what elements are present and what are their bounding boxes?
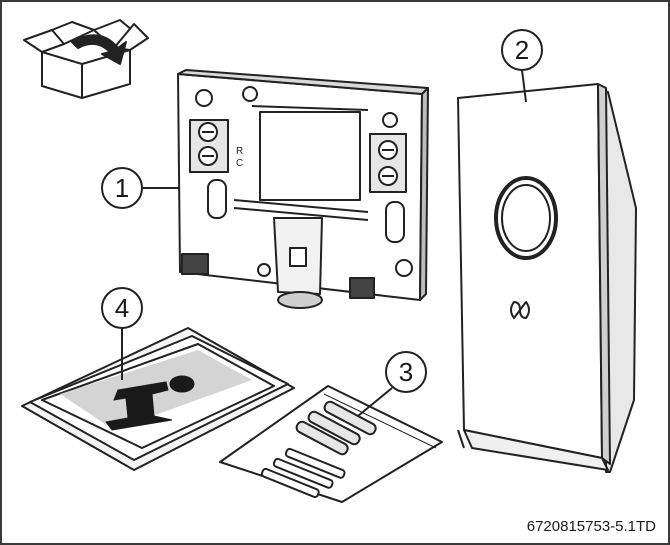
thermostat-unit <box>457 83 637 473</box>
svg-text:C: C <box>236 158 243 169</box>
screws-and-wall-plugs-bag <box>219 385 443 503</box>
callout-2: 2 <box>501 29 543 103</box>
callout-3: 3 <box>357 351 427 417</box>
wall-mounting-plate: R C <box>177 69 429 309</box>
callout-3-label: 3 <box>399 357 413 387</box>
svg-text:R: R <box>236 146 243 157</box>
callout-1: 1 <box>101 167 180 209</box>
callout-4: 4 <box>101 287 143 380</box>
open-box-icon <box>23 19 149 99</box>
info-icon <box>105 375 195 431</box>
callout-4-label: 4 <box>115 293 129 323</box>
callout-2-label: 2 <box>515 35 529 65</box>
callout-1-label: 1 <box>115 173 129 203</box>
callout-3-circle <box>385 351 427 393</box>
figure-id-label: 6720815753-5.1TD <box>526 518 656 535</box>
